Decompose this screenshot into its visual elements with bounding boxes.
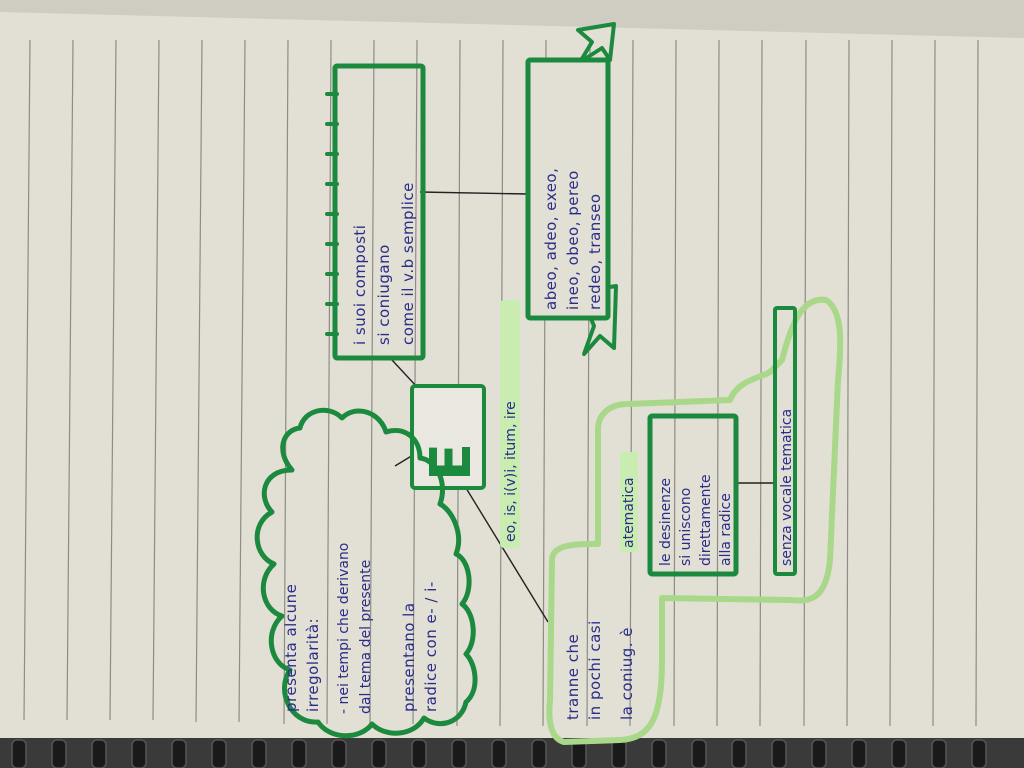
tranne-highlight: atematica [621,477,637,548]
paper-shadow [0,0,1024,38]
connector-center-tranne [465,487,549,623]
tranne-line-3: la coniug. è [618,627,636,720]
desinenze-line-1: le desinenze [658,478,674,566]
top-box-line-1: i suoi composti [351,225,369,345]
top-box-line-3: come il v.b semplice [399,182,417,345]
tranne-group: tranne che in pochi casi la coniug. è at… [564,452,638,720]
center-e-box: E [410,384,486,490]
banner-line-3: redeo, transeo [586,194,604,311]
spiral-binding [0,738,1024,768]
senza-text: senza vocale tematica [779,409,795,566]
tranne-line-2: in pochi casi [586,620,604,720]
cloud-line-1: presenta alcune [282,584,300,712]
banner-line-2: ineo, obeo, pereo [564,170,582,310]
top-box: i suoi composti si coniugano come il v.b… [325,63,426,361]
cloud-line-4: dal tema del presente [358,560,374,714]
top-box-line-2: si coniugano [375,244,393,345]
desinenze-box: le desinenze si uniscono direttamente al… [647,413,739,577]
desinenze-line-2: si uniscono [678,488,694,566]
cloud-line-5: presentano la [400,602,418,712]
forms: eo, is, i(v)i, itum, ire [500,300,520,548]
connector-topbox-banner [419,191,529,195]
forms-text: eo, is, i(v)i, itum, ire [503,401,519,542]
cloud: presenta alcune irregolarità: - nei temp… [254,407,478,739]
connector-center-topbox [391,359,419,389]
banner-line-1: abeo, adeo, exeo, [542,168,560,310]
desinenze-line-3: direttamente [698,474,714,566]
cloud-line-6: radice con e- / i- [422,581,440,712]
cloud-line-3: - nei tempi che derivano [336,543,352,714]
desinenze-line-4: alla radice [718,493,734,566]
banner: abeo, adeo, exeo, ineo, obeo, pereo rede… [525,22,618,356]
tranne-line-1: tranne che [564,634,582,720]
light-green-outline [546,296,844,745]
senza-box: senza vocale tematica [773,306,797,576]
cloud-line-2: irregolarità: [304,618,322,712]
